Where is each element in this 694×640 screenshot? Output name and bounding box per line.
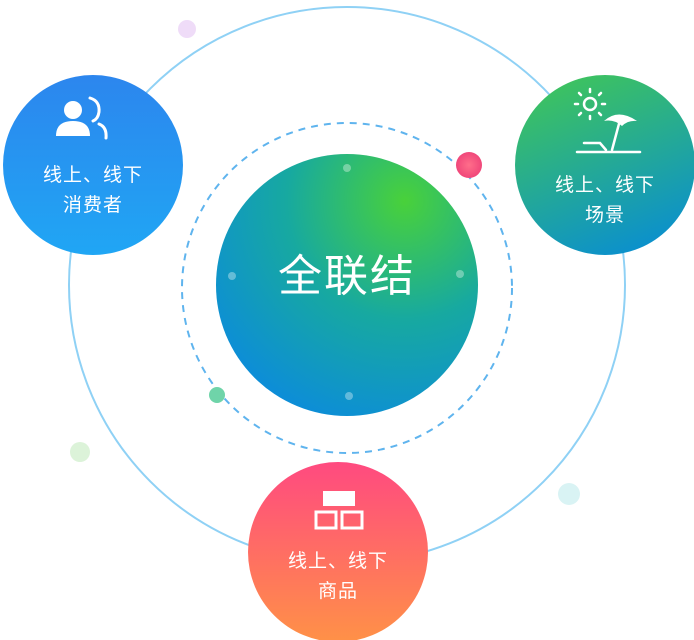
center-dot-right — [456, 270, 464, 278]
beach-umbrella-icon — [573, 87, 642, 154]
center-dot-top — [343, 164, 351, 172]
center-title: 全联结 — [278, 251, 416, 302]
node-consumer[interactable] — [3, 75, 183, 255]
consumer-label-line1: 线上、线下 — [42, 164, 143, 186]
product-label-line1: 线上、线下 — [287, 550, 388, 572]
node-product[interactable] — [248, 462, 428, 640]
product-label-line2: 商品 — [317, 580, 358, 602]
boxes-icon — [314, 491, 364, 530]
scene-label-line1: 线上、线下 — [554, 174, 655, 196]
product-label: 线上、线下 商品 — [258, 546, 418, 606]
decor-dot-lilac — [178, 20, 196, 38]
center-dot-left — [228, 272, 236, 280]
center-circle — [216, 154, 478, 416]
users-icon — [56, 96, 108, 140]
decor-dot-green — [209, 387, 225, 403]
decor-dot-lightgreen — [70, 442, 90, 462]
consumer-label-line2: 消费者 — [62, 194, 123, 216]
node-scene[interactable] — [515, 75, 694, 255]
scene-label-line2: 场景 — [584, 204, 625, 226]
center-dot-bottom — [345, 392, 353, 400]
decor-dot-cyan — [558, 483, 580, 505]
scene-label: 线上、线下 场景 — [525, 170, 685, 230]
consumer-label: 线上、线下 消费者 — [13, 160, 173, 220]
inner-dashed-ring — [181, 122, 513, 454]
decor-dot-pink — [456, 152, 482, 178]
